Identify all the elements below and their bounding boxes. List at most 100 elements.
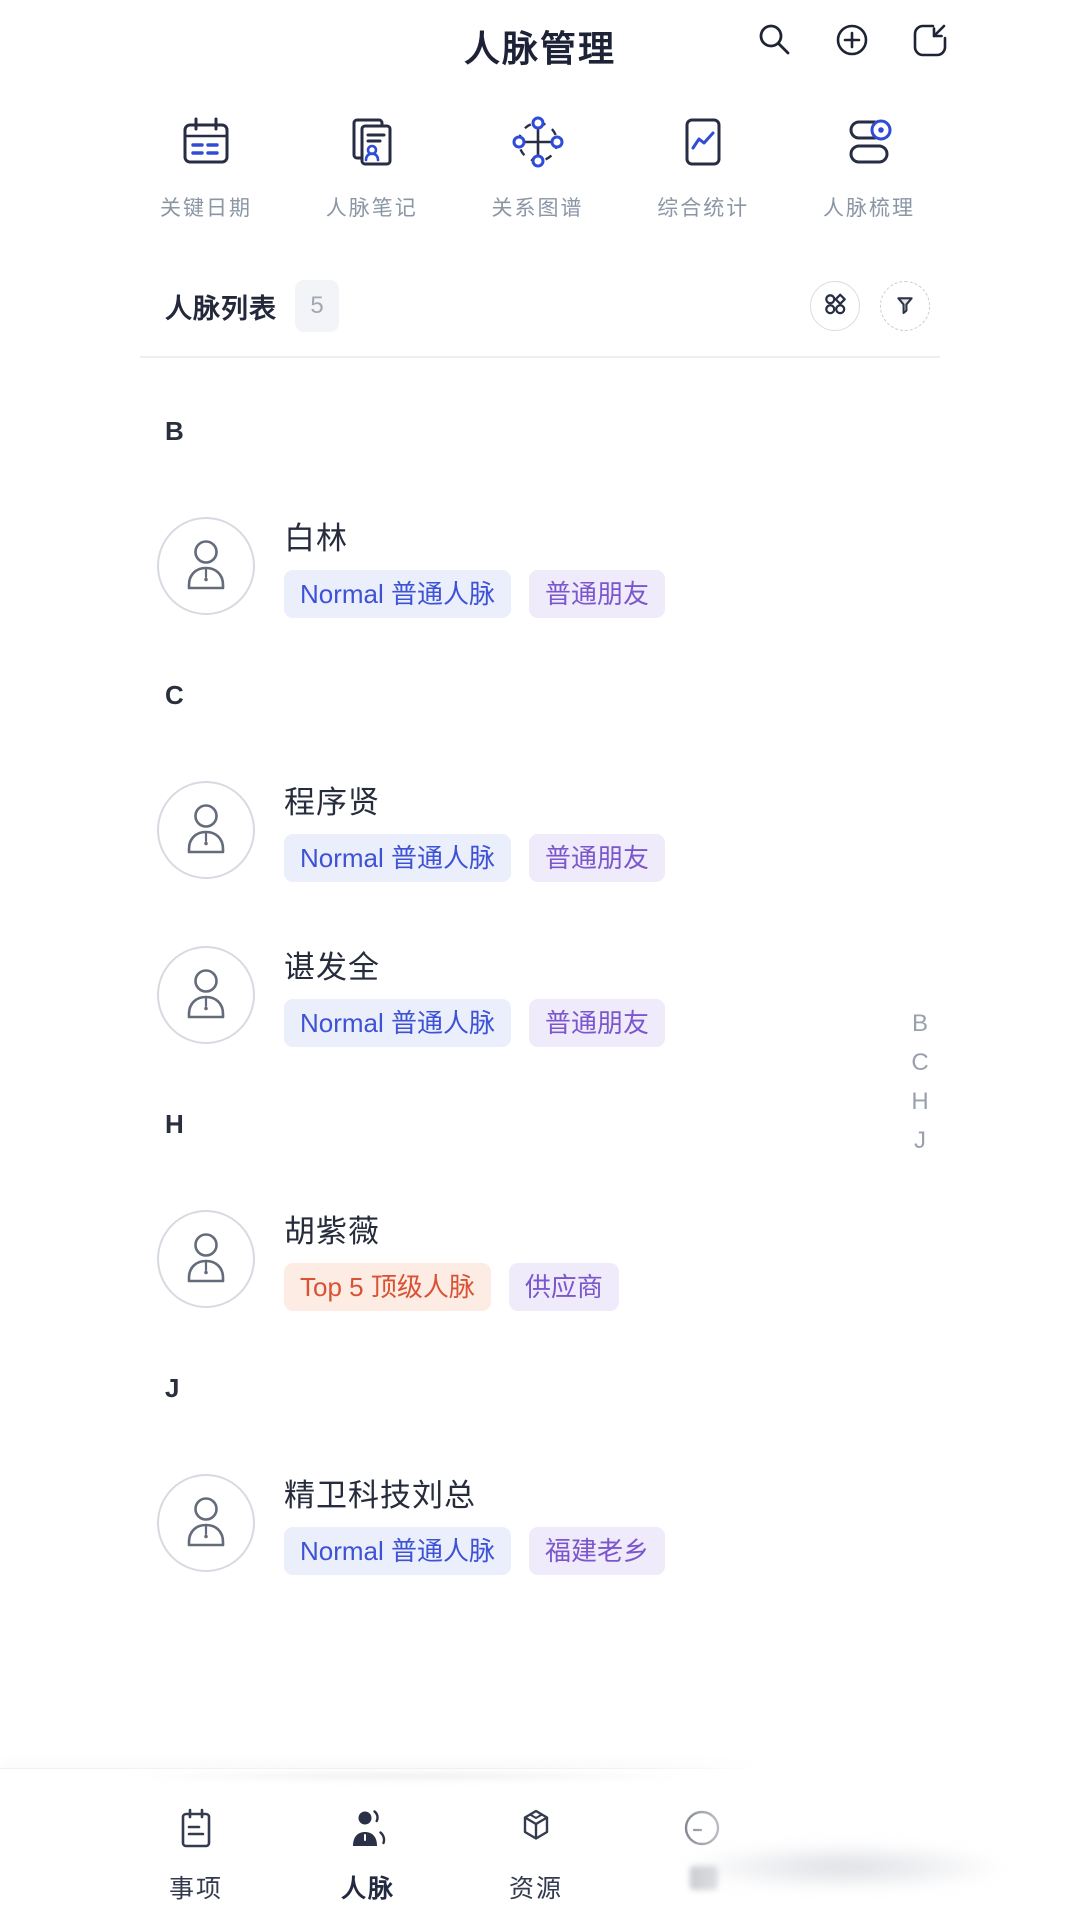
feature-label: 人脉梳理 bbox=[823, 197, 915, 220]
search-icon-button[interactable] bbox=[752, 20, 796, 64]
contact-tags: Normal 普通人脉普通朋友 bbox=[284, 834, 666, 882]
contact-tags: Normal 普通人脉普通朋友 bbox=[284, 570, 666, 618]
contact-info: 胡紫薇 Top 5 顶级人脉供应商 bbox=[284, 1210, 619, 1311]
stats-icon bbox=[673, 112, 733, 177]
section-letter: J bbox=[165, 1373, 180, 1403]
graph-icon bbox=[508, 112, 568, 177]
import-icon bbox=[908, 18, 952, 67]
index-letter-C[interactable]: C bbox=[911, 1049, 929, 1076]
contact-tag: Normal 普通人脉 bbox=[284, 834, 512, 882]
list-header: 人脉列表 5 bbox=[165, 280, 339, 332]
avatar bbox=[157, 781, 255, 879]
feature-item-stats[interactable]: 综合统计 bbox=[637, 112, 769, 222]
contact-name: 白林 bbox=[284, 521, 348, 556]
contact-name: 谌发全 bbox=[284, 950, 380, 985]
search-icon bbox=[752, 18, 796, 67]
contact-tag: 普通朋友 bbox=[529, 570, 666, 618]
import-icon-button[interactable] bbox=[908, 20, 952, 64]
contact-tag: Normal 普通人脉 bbox=[284, 1527, 512, 1575]
resources-icon bbox=[466, 1807, 606, 1853]
feature-label: 人脉笔记 bbox=[325, 197, 418, 220]
contact-name: 胡紫薇 bbox=[284, 1214, 380, 1249]
obscured-icon bbox=[635, 1807, 775, 1853]
contact-row[interactable]: 胡紫薇 Top 5 顶级人脉供应商 bbox=[157, 1210, 817, 1311]
feature-icon-box bbox=[839, 112, 899, 176]
avatar bbox=[157, 517, 255, 615]
obscured-icon bbox=[682, 1805, 728, 1856]
contact-tag: 普通朋友 bbox=[529, 999, 666, 1047]
tab-人脉[interactable]: 人脉 bbox=[298, 1769, 438, 1920]
header: 人脉管理 bbox=[0, 0, 1080, 86]
contact-row[interactable]: 程序贤 Normal 普通人脉普通朋友 bbox=[157, 781, 817, 882]
list-buttons bbox=[810, 281, 930, 331]
index-letter-H[interactable]: H bbox=[911, 1088, 929, 1115]
tab-资源[interactable]: 资源 bbox=[466, 1769, 606, 1920]
section-letter: H bbox=[165, 1109, 184, 1139]
filter-icon bbox=[888, 287, 922, 326]
contact-tag: Normal 普通人脉 bbox=[284, 999, 512, 1047]
feature-label: 关键日期 bbox=[160, 197, 252, 220]
add-icon-button[interactable] bbox=[830, 20, 874, 64]
avatar-icon bbox=[182, 536, 230, 597]
contact-tags: Normal 普通人脉福建老乡 bbox=[284, 1527, 666, 1575]
avatar-icon bbox=[182, 965, 230, 1026]
section-letter: B bbox=[165, 416, 184, 446]
tab-label: 事项 bbox=[168, 1875, 223, 1903]
avatar-icon bbox=[182, 1229, 230, 1290]
feature-label: 关系图谱 bbox=[491, 197, 584, 220]
contact-tag: 供应商 bbox=[508, 1263, 619, 1311]
index-letter-B[interactable]: B bbox=[911, 1010, 928, 1037]
notes-icon bbox=[342, 112, 402, 177]
contact-name: 程序贤 bbox=[284, 785, 380, 820]
tab-label: 人脉 bbox=[340, 1875, 395, 1903]
contact-row[interactable]: 谌发全 Normal 普通人脉普通朋友 bbox=[157, 946, 817, 1047]
tasks-icon bbox=[126, 1807, 266, 1853]
feature-item-notes[interactable]: 人脉笔记 bbox=[306, 112, 438, 222]
contact-tag: Top 5 顶级人脉 bbox=[284, 1263, 491, 1311]
section-letter: C bbox=[165, 680, 184, 710]
grid-icon bbox=[818, 287, 852, 326]
contact-info: 谌发全 Normal 普通人脉普通朋友 bbox=[284, 946, 666, 1047]
contacts-icon bbox=[298, 1807, 438, 1853]
contact-tag: 福建老乡 bbox=[529, 1527, 666, 1575]
feature-item-calendar[interactable]: 关键日期 bbox=[140, 112, 272, 222]
feature-item-organize[interactable]: 人脉梳理 bbox=[803, 112, 935, 222]
resources-icon bbox=[513, 1805, 559, 1856]
contact-row[interactable]: 白林 Normal 普通人脉普通朋友 bbox=[157, 517, 817, 618]
avatar bbox=[157, 946, 255, 1044]
calendar-icon bbox=[176, 112, 236, 177]
feature-item-graph[interactable]: 关系图谱 bbox=[472, 112, 604, 222]
feature-icon-box bbox=[342, 112, 402, 176]
avatar bbox=[157, 1210, 255, 1308]
contacts-icon bbox=[345, 1805, 391, 1856]
contact-info: 白林 Normal 普通人脉普通朋友 bbox=[284, 517, 666, 618]
list-title: 人脉列表 bbox=[165, 293, 277, 324]
feature-icon-box bbox=[176, 112, 236, 176]
bottom-tab-bar: 事项 人脉 资源 bbox=[0, 1768, 1080, 1920]
grid-icon-button[interactable] bbox=[810, 281, 860, 331]
contact-tag: 普通朋友 bbox=[529, 834, 666, 882]
tab-obscured[interactable] bbox=[635, 1769, 775, 1920]
contact-tags: Top 5 顶级人脉供应商 bbox=[284, 1263, 619, 1311]
feature-label: 综合统计 bbox=[657, 197, 750, 220]
feature-row: 关键日期 人脉笔记 关系图谱 综合统计 人脉梳理 bbox=[140, 112, 935, 222]
tasks-icon bbox=[173, 1805, 219, 1856]
contact-tag: Normal 普通人脉 bbox=[284, 570, 512, 618]
contact-info: 程序贤 Normal 普通人脉普通朋友 bbox=[284, 781, 666, 882]
index-letter-J[interactable]: J bbox=[914, 1127, 926, 1154]
avatar-icon bbox=[182, 800, 230, 861]
avatar-icon bbox=[182, 1493, 230, 1554]
feature-icon-box bbox=[508, 112, 568, 176]
contact-tags: Normal 普通人脉普通朋友 bbox=[284, 999, 666, 1047]
organize-icon bbox=[839, 112, 899, 177]
add-icon bbox=[830, 18, 874, 67]
filter-icon-button[interactable] bbox=[880, 281, 930, 331]
tab-事项[interactable]: 事项 bbox=[126, 1769, 266, 1920]
contact-count-badge: 5 bbox=[295, 280, 339, 332]
divider bbox=[140, 356, 940, 358]
